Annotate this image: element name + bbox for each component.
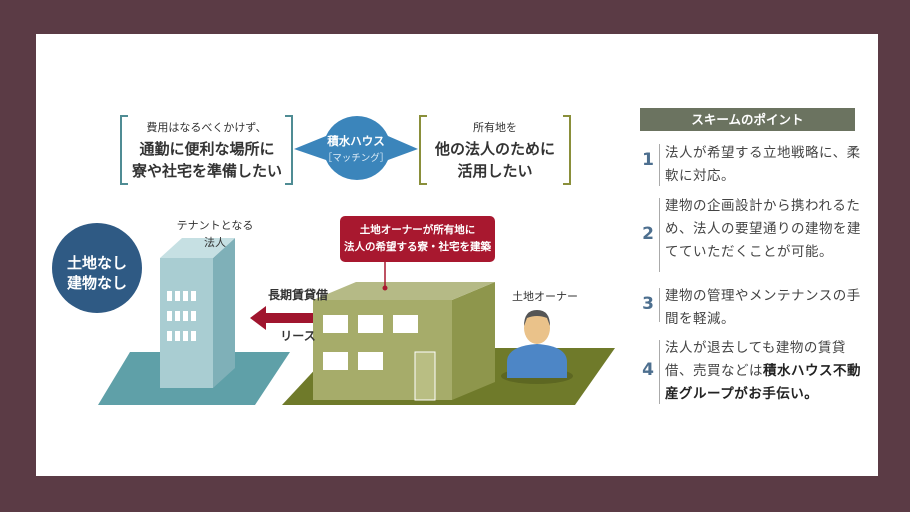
scheme-item-4: 法人が退去しても建物の賃貸借、売買などは積水ハウス不動産グループがお手伝い。 [665,337,865,406]
right-need-line2: 活用したい [457,162,533,180]
matcher-role: ［マッチング］ [322,153,390,164]
owner-person-icon [501,310,573,384]
matcher-bubble [294,115,418,181]
right-need-main: 他の法人のために 活用したい [420,138,570,182]
scheme-divider-1 [659,144,660,186]
left-need-line2: 寮や社宅を準備したい [131,162,282,180]
tenant-building-front [160,258,213,388]
owner-label: 土地オーナー [512,290,578,303]
lease-bottom-label: リース [280,329,316,343]
scheme-number-1: 1 [642,150,654,170]
scheme-divider-4 [659,340,660,404]
no-land-label: 土地なし 建物なし [52,253,142,293]
right-need-small: 所有地を [473,121,517,134]
left-need-small: 費用はなるべくかけず、 [146,121,267,134]
left-need-main: 通勤に便利な場所に 寮や社宅を準備したい [122,138,292,182]
scheme-item-1: 法人が希望する立地戦略に、柔軟に対応。 [665,145,861,184]
owner-building-top [313,282,495,300]
tenant-building-top [160,238,235,258]
scheme-divider-2 [659,198,660,272]
scheme-number-4: 4 [642,360,654,380]
callout-line2: 法人の希望する寮・社宅を建築 [344,241,491,253]
no-land-circle [52,223,142,313]
scheme-number-3: 3 [642,294,654,314]
scheme-item-3: 建物の管理やメンテナンスの手間を軽減。 [665,288,861,327]
right-bracket [419,115,571,185]
scheme-header: スキームのポイント [640,108,855,131]
owner-windows [323,315,418,370]
scheme-divider-3 [659,288,660,322]
callout-box: 土地オーナーが所有地に 法人の希望する寮・社宅を建築 [340,216,495,262]
lease-top-label: 長期賃貸借 [267,288,328,302]
tenant-windows [167,291,196,341]
tenant-label-line2: 法人 [204,236,226,249]
matcher-name: 積水ハウス [327,134,385,148]
lease-arrow [250,306,345,330]
scheme-item-4-text: 法人が退去しても建物の賃貸借、売買などは [665,340,846,379]
owner-building-side [452,282,495,400]
no-land-line1: 土地なし [66,254,127,272]
left-bracket [120,115,293,185]
left-need-line1: 通勤に便利な場所に [139,140,275,158]
owner-door [414,351,436,401]
scheme-item-2: 建物の企画設計から携われるため、法人の要望通りの建物を建てていただくことが可能。 [665,198,861,260]
scheme-number-2: 2 [642,224,654,244]
tenant-building-side [213,238,235,388]
right-need-line1: 他の法人のために [434,140,555,158]
scheme-item-4-bold: 積水ハウス不動産グループがお手伝い。 [665,363,861,402]
no-land-line2: 建物なし [66,274,127,292]
tenant-label: テナントとなる 法人 [165,217,265,251]
tenant-label-line1: テナントとなる [176,219,254,232]
callout-line1: 土地オーナーが所有地に [359,224,476,236]
